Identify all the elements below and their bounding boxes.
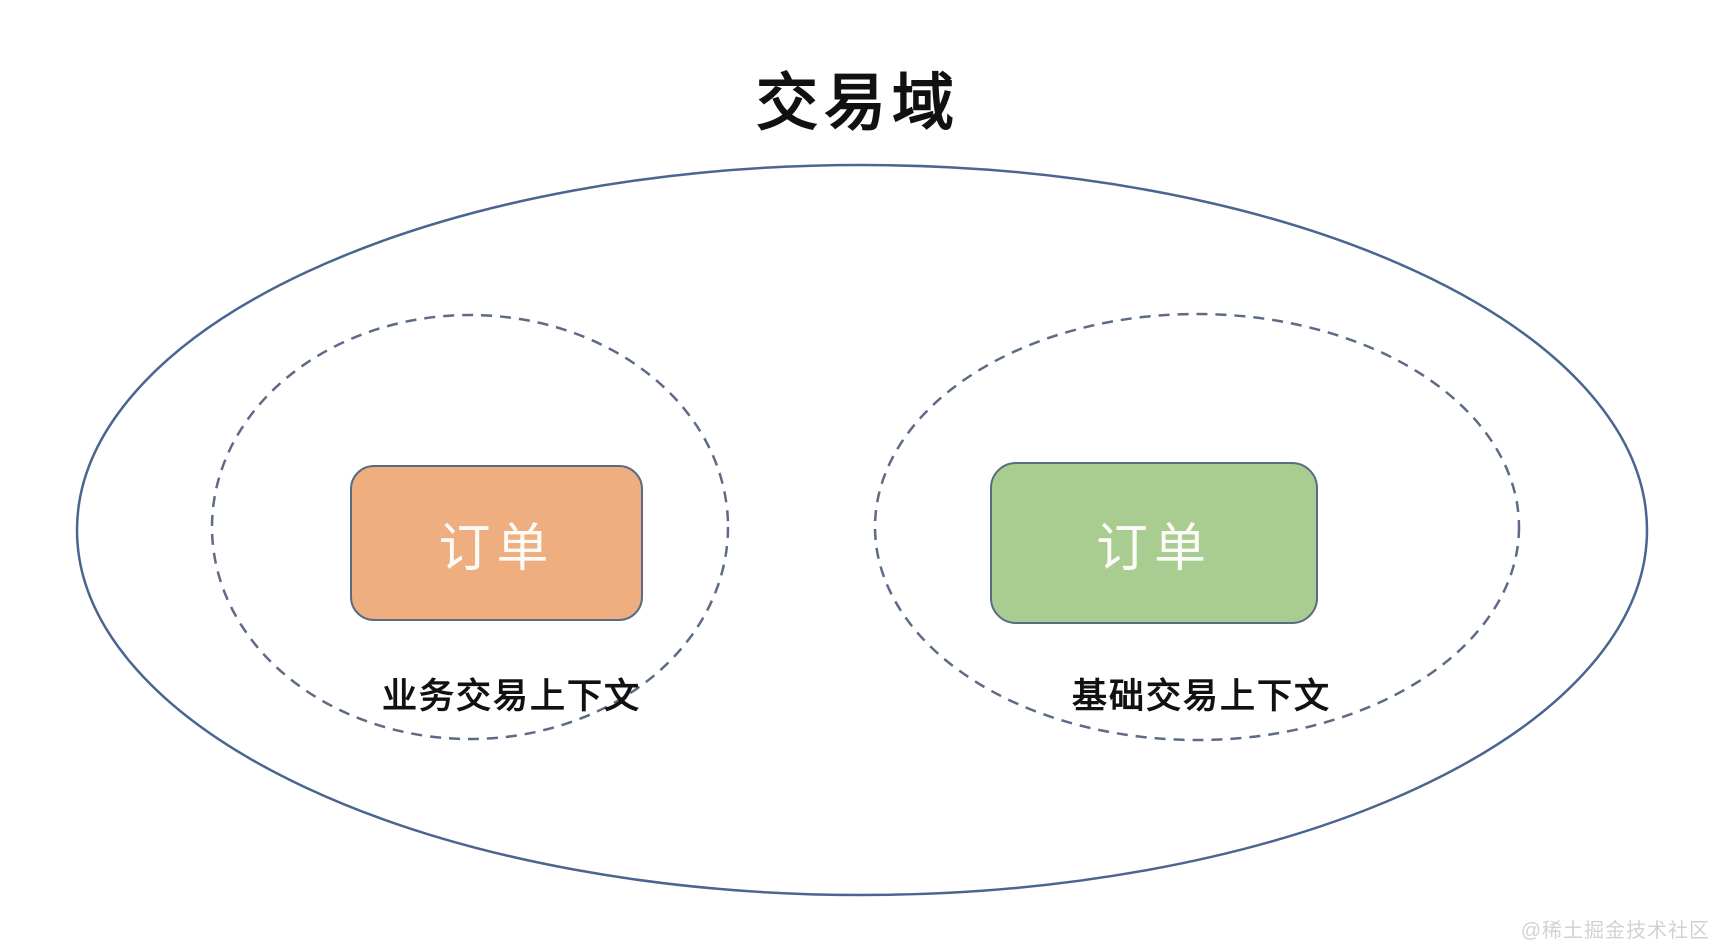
page-title: 交易域 [755, 69, 960, 138]
basic-context-boundary-ellipse [873, 312, 1521, 742]
order-entity-box-basic: 订单 [990, 462, 1318, 624]
order-entity-label: 订单 [1095, 519, 1212, 578]
basic-context-label: 基础交易上下文 [1072, 677, 1332, 716]
order-entity-label: 订单 [438, 519, 555, 578]
business-context-label: 业务交易上下文 [382, 677, 642, 716]
transaction-domain-ellipse [75, 163, 1649, 897]
watermark: @稀土掘金技术社区 [1520, 920, 1710, 942]
order-entity-box-business: 订单 [350, 465, 643, 621]
business-context-boundary-ellipse [210, 313, 730, 741]
